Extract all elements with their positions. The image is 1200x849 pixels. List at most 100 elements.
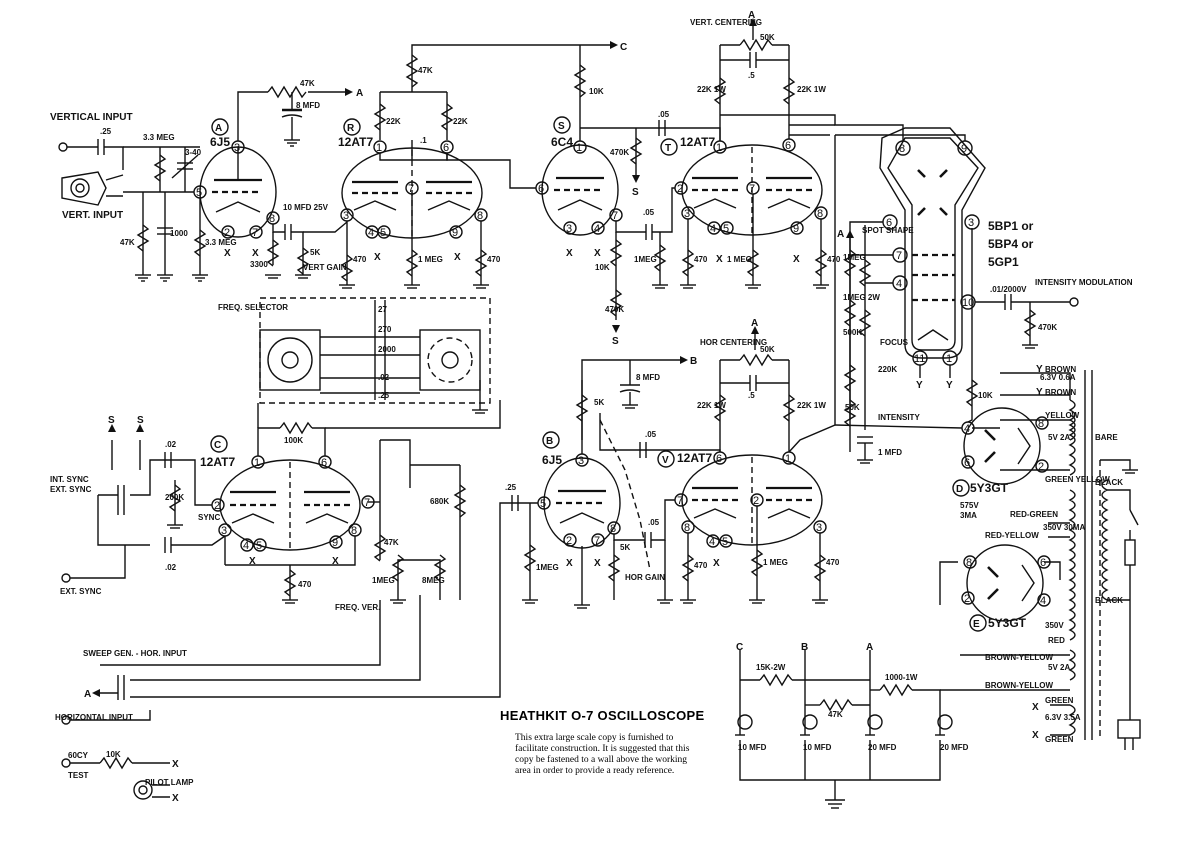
svg-text:3: 3 (684, 208, 690, 220)
svg-text:RED: RED (1048, 636, 1065, 645)
svg-text:3: 3 (343, 210, 349, 222)
svg-text:500K: 500K (843, 328, 862, 337)
svg-text:8: 8 (684, 522, 690, 534)
svg-text:4: 4 (368, 227, 374, 239)
svg-text:1: 1 (576, 142, 582, 154)
svg-text:7: 7 (749, 183, 755, 195)
svg-text:1: 1 (785, 453, 791, 465)
tube-d-5y3gt: 8 4 6 2 D 5Y3GT (952, 407, 1049, 497)
svg-text:S: S (137, 415, 144, 426)
svg-text:S: S (612, 336, 619, 347)
svg-text:1MEG: 1MEG (634, 255, 657, 264)
svg-text:470: 470 (694, 255, 708, 264)
svg-text:C: C (736, 642, 743, 653)
tube-v-12at7: 6 1 7 2 8 4 5 3 V 12AT7 (657, 450, 827, 548)
svg-text:X: X (594, 558, 601, 569)
svg-text:5V 2A: 5V 2A (1048, 663, 1070, 672)
svg-text:7: 7 (364, 497, 370, 509)
svg-text:6.3V 0.6A: 6.3V 0.6A (1040, 373, 1076, 382)
svg-text:.05: .05 (658, 110, 670, 119)
svg-text:3-40: 3-40 (185, 148, 202, 157)
svg-text:INT. SYNC: INT. SYNC (50, 475, 89, 484)
svg-text:12AT7: 12AT7 (200, 455, 235, 469)
svg-text:BARE: BARE (1095, 433, 1118, 442)
svg-text:GREEN YELLOW: GREEN YELLOW (1045, 475, 1110, 484)
svg-text:A: A (837, 229, 844, 240)
svg-text:BROWN-YELLOW: BROWN-YELLOW (985, 681, 1053, 690)
svg-text:FREQ. VER.: FREQ. VER. (335, 603, 380, 612)
svg-text:2: 2 (566, 535, 572, 547)
svg-text:X: X (716, 254, 723, 265)
svg-text:470K: 470K (610, 148, 629, 157)
svg-text:SYNC: SYNC (198, 513, 220, 522)
svg-text:B: B (690, 356, 697, 367)
svg-text:EXT. SYNC: EXT. SYNC (50, 485, 92, 494)
svg-text:1: 1 (716, 142, 722, 154)
diagram-title: HEATHKIT O-7 OSCILLOSCOPE (500, 708, 705, 723)
svg-text:1 MFD: 1 MFD (878, 448, 902, 457)
tube-a-6j5: 3 5 2 7 8 A 6J5 (193, 118, 280, 239)
svg-text:470: 470 (487, 255, 501, 264)
svg-text:S: S (632, 187, 639, 198)
svg-text:PILOT LAMP: PILOT LAMP (145, 778, 194, 787)
svg-text:2: 2 (677, 183, 683, 195)
svg-text:3300: 3300 (250, 260, 268, 269)
svg-text:X: X (1032, 730, 1039, 741)
svg-text:3: 3 (234, 142, 240, 154)
svg-text:4: 4 (896, 278, 902, 290)
svg-text:BROWN-YELLOW: BROWN-YELLOW (985, 653, 1053, 662)
svg-text:.25: .25 (505, 483, 517, 492)
svg-text:.5: .5 (748, 71, 755, 80)
svg-text:47K: 47K (418, 66, 433, 75)
svg-text:FOCUS: FOCUS (880, 338, 909, 347)
construction-note: This extra large scale copy is furnished… (515, 733, 690, 776)
svg-text:10 MFD 25V: 10 MFD 25V (283, 203, 329, 212)
svg-text:D: D (956, 484, 963, 495)
svg-text:4: 4 (709, 536, 715, 548)
svg-text:6C4: 6C4 (551, 135, 573, 149)
svg-text:BROWN: BROWN (1045, 365, 1076, 374)
svg-text:YELLOW: YELLOW (1045, 411, 1080, 420)
svg-text:270: 270 (378, 325, 392, 334)
svg-text:470: 470 (694, 561, 708, 570)
svg-text:50K: 50K (845, 403, 860, 412)
svg-text:470: 470 (298, 580, 312, 589)
svg-text:6: 6 (538, 183, 544, 195)
svg-text:8: 8 (351, 525, 357, 537)
svg-text:12AT7: 12AT7 (338, 135, 373, 149)
svg-text:.05: .05 (645, 430, 657, 439)
svg-text:8: 8 (899, 143, 905, 155)
svg-text:S: S (558, 121, 565, 132)
svg-text:.5: .5 (748, 391, 755, 400)
svg-text:8: 8 (1038, 418, 1044, 430)
svg-text:EXT. SYNC: EXT. SYNC (60, 587, 102, 596)
svg-text:470: 470 (827, 255, 841, 264)
svg-text:3.3 MEG: 3.3 MEG (143, 133, 175, 142)
svg-text:X: X (224, 248, 231, 259)
svg-text:6: 6 (964, 457, 970, 469)
svg-text:220K: 220K (878, 365, 897, 374)
svg-text:8 MFD: 8 MFD (296, 101, 320, 110)
svg-text:1: 1 (254, 457, 260, 469)
svg-text:6J5: 6J5 (542, 453, 562, 467)
svg-text:5K: 5K (310, 248, 320, 257)
tube-s-6c4: 1 6 3 4 7 S 6C4 (535, 116, 623, 236)
svg-text:6.3V 3.5A: 6.3V 3.5A (1045, 713, 1081, 722)
svg-text:HOR GAIN: HOR GAIN (625, 573, 665, 582)
svg-text:470: 470 (353, 255, 367, 264)
svg-text:6: 6 (886, 217, 892, 229)
svg-text:3.3 MEG: 3.3 MEG (205, 238, 237, 247)
svg-text:X: X (454, 252, 461, 263)
svg-text:E: E (973, 619, 980, 630)
svg-text:10 MFD: 10 MFD (738, 743, 767, 752)
svg-text:680K: 680K (430, 497, 449, 506)
svg-text:5V 2A: 5V 2A (1048, 433, 1070, 442)
svg-text:5: 5 (722, 536, 728, 548)
svg-text:.02: .02 (165, 440, 177, 449)
svg-text:GREEN: GREEN (1045, 735, 1074, 744)
svg-text:8: 8 (269, 213, 275, 225)
svg-text:4: 4 (1040, 595, 1046, 607)
tube-c-12at7: 1 6 2 7 3 4 5 9 8 C 12AT7 (200, 435, 375, 552)
svg-text:RED-YELLOW: RED-YELLOW (985, 531, 1039, 540)
svg-text:X: X (332, 556, 339, 567)
